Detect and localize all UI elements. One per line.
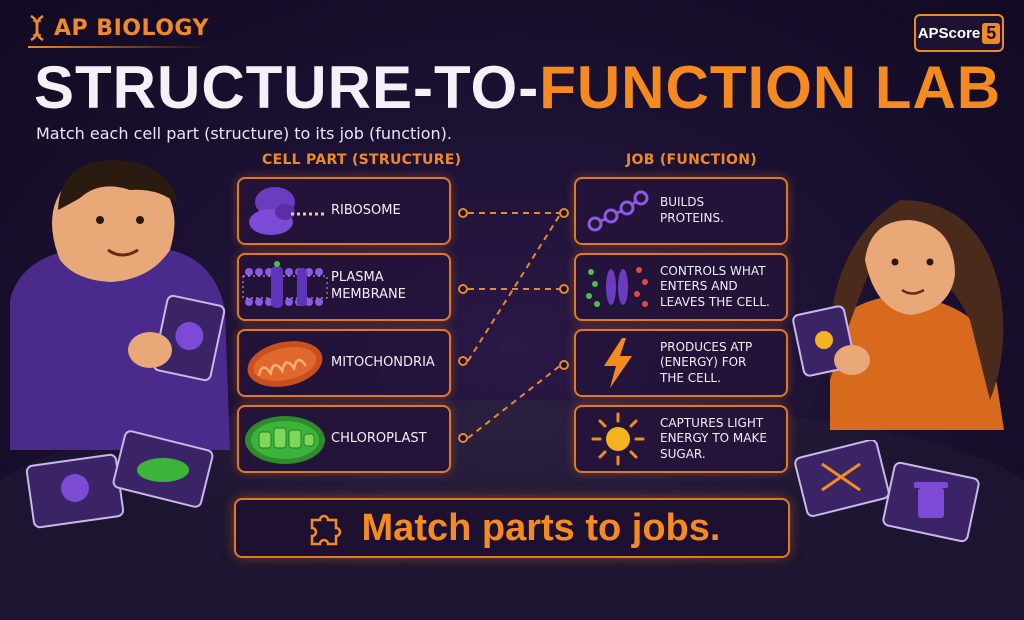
title-part2: FUNCTION LAB	[539, 54, 1002, 121]
structure-dot[interactable]	[458, 208, 468, 218]
function-card-produces-atp[interactable]: PRODUCES ATP (ENERGY) FOR THE CELL.	[574, 329, 788, 397]
structure-card-ribosome[interactable]: RIBOSOME	[237, 177, 451, 245]
structure-column-header: CELL PART (STRUCTURE)	[262, 152, 462, 168]
function-label: BUILDS PROTEINS.	[660, 195, 724, 225]
function-card-controls-transport[interactable]: CONTROLS WHAT ENTERS AND LEAVES THE CELL…	[574, 253, 788, 321]
brand-logo: APScore 5	[914, 14, 1004, 52]
course-label-text: AP BIOLOGY	[54, 15, 209, 41]
brand-name: APScore	[917, 24, 981, 42]
structure-dot[interactable]	[458, 356, 468, 366]
dna-icon	[30, 14, 44, 42]
structure-card-chloroplast[interactable]: CHLOROPLAST	[237, 405, 451, 473]
function-card-builds-proteins[interactable]: BUILDS PROTEINS.	[574, 177, 788, 245]
structure-card-mitochondria[interactable]: MITOCHONDRIA	[237, 329, 451, 397]
sun-icon	[576, 409, 660, 469]
course-label: AP BIOLOGY	[28, 14, 209, 42]
header-rule	[28, 46, 208, 48]
structure-label: PLASMA MEMBRANE	[331, 270, 406, 302]
protein-chain-icon	[576, 181, 660, 241]
structure-label: CHLOROPLAST	[331, 430, 427, 446]
function-label: PRODUCES ATP (ENERGY) FOR THE CELL.	[660, 339, 753, 385]
mitochondria-icon	[239, 333, 331, 393]
puzzle-icon	[310, 514, 341, 546]
function-label: CONTROLS WHAT ENTERS AND LEAVES THE CELL…	[660, 263, 770, 309]
transport-icon	[576, 257, 660, 317]
function-dot[interactable]	[559, 284, 569, 294]
instruction-banner: Match parts to jobs.	[234, 498, 790, 558]
subtitle: Match each cell part (structure) to its …	[36, 124, 452, 143]
structure-dot[interactable]	[458, 284, 468, 294]
lightning-icon	[576, 333, 660, 393]
structure-card-plasma-membrane[interactable]: PLASMA MEMBRANE	[237, 253, 451, 321]
banner-text: Match parts to jobs.	[361, 506, 721, 549]
student-left-illustration	[10, 160, 230, 450]
structure-label: RIBOSOME	[331, 202, 401, 218]
function-dot[interactable]	[559, 208, 569, 218]
card-stack-right	[794, 440, 980, 543]
function-column-header: JOB (FUNCTION)	[626, 152, 757, 168]
card-stack-left	[25, 430, 214, 529]
structure-dot[interactable]	[458, 433, 468, 443]
structure-label: MITOCHONDRIA	[331, 354, 435, 370]
function-label: CAPTURES LIGHT ENERGY TO MAKE SUGAR.	[660, 415, 767, 461]
brand-number: 5	[982, 22, 1001, 44]
function-dot[interactable]	[559, 360, 569, 370]
membrane-icon	[239, 257, 331, 317]
ribosome-icon	[239, 181, 331, 241]
title-part1: STRUCTURE-TO-	[34, 54, 540, 121]
page-title: STRUCTURE-TO-FUNCTION LAB	[34, 58, 1001, 118]
chloroplast-icon	[239, 409, 331, 469]
connector-lines	[467, 212, 562, 439]
function-card-captures-light[interactable]: CAPTURES LIGHT ENERGY TO MAKE SUGAR.	[574, 405, 788, 473]
student-right-illustration	[792, 200, 1004, 430]
